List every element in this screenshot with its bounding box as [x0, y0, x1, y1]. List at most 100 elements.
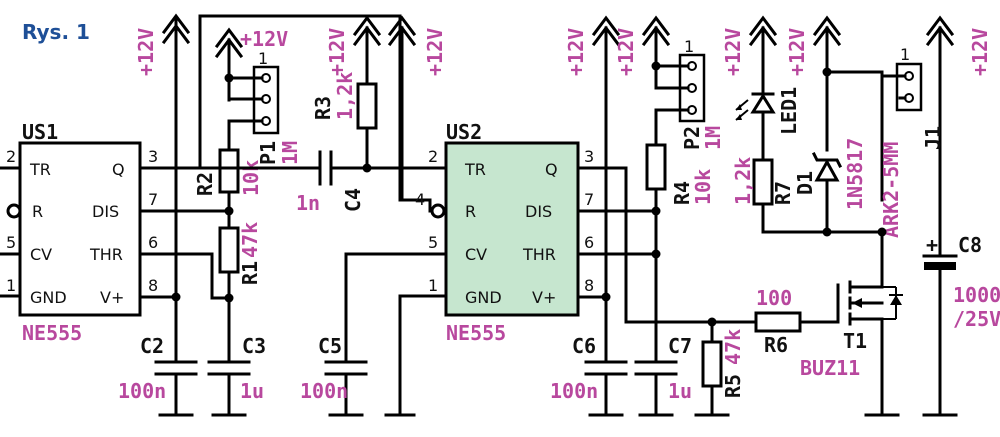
- us1-part: NE555: [22, 321, 82, 345]
- led1-ref: LED1: [777, 87, 801, 135]
- us2-ref: US2: [446, 120, 482, 144]
- supply-label-7: +12V: [721, 28, 745, 76]
- c8-value2: /25V: [953, 307, 1000, 331]
- c5-capacitor: [324, 360, 368, 417]
- svg-text:THR: THR: [89, 245, 123, 264]
- us1-pin1: 1: [6, 276, 16, 295]
- r4-value: 10k: [691, 169, 715, 205]
- c8-capacitor: [922, 254, 958, 417]
- svg-text:R: R: [465, 202, 476, 221]
- supply-label-1: +12V: [134, 28, 158, 76]
- d1-diode: [811, 151, 843, 234]
- c6-capacitor: [584, 360, 628, 417]
- us1-pin3: 3: [148, 147, 158, 166]
- r6-body: [754, 311, 802, 333]
- r4-body: [645, 143, 667, 191]
- r3-body: [356, 82, 378, 130]
- svg-text:TR: TR: [29, 160, 51, 179]
- c8-ref: C8: [958, 233, 982, 257]
- figure-title: Rys. 1: [22, 20, 90, 44]
- us1-pin5: 5: [6, 233, 16, 252]
- r3-value: 1,2k: [333, 72, 357, 120]
- us2-pin5: 5: [428, 233, 438, 252]
- c3-capacitor: [207, 360, 251, 417]
- c7-ref: C7: [668, 334, 692, 358]
- r4-ref: R4: [670, 181, 694, 205]
- supply-label-2: +12V: [240, 27, 288, 51]
- supply-arrow-4: [387, 15, 417, 202]
- ic-us1: TR Q R DIS CV THR GND V+: [18, 141, 142, 317]
- c7-capacitor: [634, 360, 678, 417]
- ic-us2: TR Q R DIS CV THR GND V+: [444, 141, 580, 317]
- r1-value: 47k: [238, 222, 262, 258]
- us1-pin6: 6: [148, 233, 158, 252]
- svg-text:Q: Q: [112, 160, 125, 179]
- d1-part: 1N5817: [843, 138, 867, 210]
- c5-ref: C5: [318, 334, 342, 358]
- us1-reset-bubble: [6, 203, 22, 219]
- supply-label-6: +12V: [614, 28, 638, 76]
- supply-arrow-1: [161, 13, 191, 302]
- r3-ref: R3: [311, 96, 335, 120]
- r7-ref: R7: [771, 181, 795, 205]
- svg-text:GND: GND: [465, 288, 502, 307]
- led1-diode: [735, 92, 776, 152]
- c6-value: 100n: [550, 379, 598, 403]
- r1-body: [218, 226, 240, 274]
- us1-ref: US1: [22, 120, 58, 144]
- us2-pin3: 3: [584, 147, 594, 166]
- r5-value: 47k: [721, 329, 745, 365]
- svg-text:V+: V+: [532, 288, 556, 307]
- t1-ref: T1: [843, 329, 867, 353]
- us2-pin6: 6: [584, 233, 594, 252]
- r6-ref: R6: [764, 333, 788, 357]
- us2-reset-bubble: [430, 203, 446, 219]
- p2-value: 1M: [701, 126, 725, 150]
- svg-text:Q: Q: [545, 160, 558, 179]
- r5-body: [701, 340, 723, 388]
- c7-value: 1u: [668, 379, 692, 403]
- d1-ref: D1: [793, 171, 817, 195]
- r2-body: [218, 148, 240, 194]
- svg-text:DIS: DIS: [525, 202, 552, 221]
- us1-pin8: 8: [148, 276, 158, 295]
- us2-pin4: 4: [415, 190, 425, 209]
- p1-value: 1M: [278, 141, 302, 165]
- svg-text:CV: CV: [465, 245, 487, 264]
- svg-text:CV: CV: [30, 245, 52, 264]
- r7-body: [752, 158, 774, 206]
- us2-pin2: 2: [428, 147, 438, 166]
- supply-label-8: +12V: [785, 28, 809, 76]
- c2-value: 100n: [118, 379, 166, 403]
- us2-pin8: 8: [584, 276, 594, 295]
- supply-arrow-6: [641, 15, 671, 68]
- r6-value: 100: [756, 286, 792, 310]
- supply-label-3: +12V: [325, 28, 349, 76]
- supply-arrow-9: [925, 15, 955, 252]
- c3-value: 1u: [240, 379, 264, 403]
- c8-value: 1000: [953, 283, 1000, 307]
- r1-ref: R1: [238, 261, 262, 285]
- j1-ref: J1: [921, 126, 945, 150]
- t1-part: BUZ11: [800, 356, 860, 380]
- supply-label-5: +12V: [564, 28, 588, 76]
- us2-pin7: 7: [584, 190, 594, 209]
- c4-value: 1n: [296, 191, 320, 215]
- p1-pin1: 1: [258, 49, 268, 68]
- c6-ref: C6: [572, 334, 596, 358]
- us1-pin7: 7: [148, 190, 158, 209]
- us1-pin2: 2: [6, 147, 16, 166]
- svg-text:R: R: [32, 202, 43, 221]
- supply-label-4: +12V: [423, 28, 447, 76]
- svg-text:THR: THR: [522, 245, 556, 264]
- r5-ref: R5: [721, 374, 745, 398]
- p1-ref: P1: [256, 141, 280, 165]
- supply-arrow-3: [352, 15, 382, 82]
- supply-arrow-8: [812, 15, 842, 152]
- r2-ref: R2: [193, 172, 217, 196]
- j1-pin1: 1: [900, 45, 910, 64]
- c5-value: 100n: [300, 379, 348, 403]
- svg-text:DIS: DIS: [92, 202, 119, 221]
- us2-part: NE555: [446, 321, 506, 345]
